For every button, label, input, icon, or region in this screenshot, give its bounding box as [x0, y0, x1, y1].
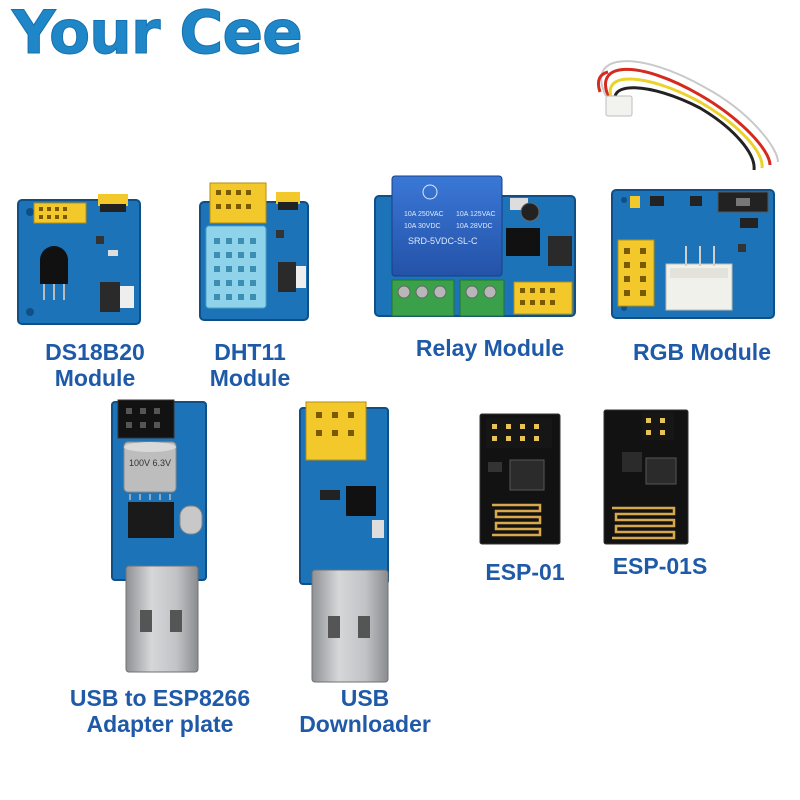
rgb-module — [611, 189, 775, 319]
label-relay: Relay Module — [385, 335, 595, 362]
brand-logo-text: Your Cee — [12, 0, 304, 69]
relay-rating-1: 10A 250VAC — [404, 211, 444, 218]
label-usb-adapter: USB to ESP8266 Adapter plate — [40, 685, 280, 738]
label-ds18b20-line2: Module — [54, 364, 136, 391]
label-rgb: RGB Module — [612, 339, 792, 366]
dht11-module — [199, 182, 309, 321]
label-usb-adapter-line1: USB to ESP8266 — [69, 685, 251, 711]
label-dht11-line2: Module — [209, 364, 291, 391]
relay-rating-4: 10A 28VDC — [456, 223, 493, 230]
label-ds18b20-line1: DS18B20 — [45, 339, 145, 365]
ds18b20-module — [17, 194, 141, 325]
usb-adapter-plate: 100V 6.3V — [111, 399, 207, 673]
usb-downloader — [299, 401, 389, 683]
wire-harness — [596, 60, 779, 171]
brand-logo: Your Cee — [12, 0, 304, 69]
label-rgb-line1: RGB Module — [633, 339, 771, 365]
relay-rating-3: 10A 30VDC — [404, 223, 441, 230]
relay-rating-2: 10A 125VAC — [456, 211, 496, 218]
label-usb-downloader-line1: USB — [340, 685, 390, 711]
label-usb-downloader: USB Downloader — [270, 685, 460, 738]
label-usb-adapter-line2: Adapter plate — [86, 710, 234, 737]
label-dht11: DHT11 Module — [175, 339, 325, 392]
relay-model: SRD-5VDC-SL-C — [408, 236, 478, 246]
label-dht11-line1: DHT11 — [214, 339, 286, 365]
label-relay-line1: Relay Module — [415, 335, 565, 361]
label-esp01-line1: ESP-01 — [485, 559, 565, 585]
esp01s-module — [603, 409, 689, 545]
label-esp01: ESP-01 — [460, 559, 590, 586]
label-usb-downloader-line2: Downloader — [299, 710, 431, 737]
relay-module: 10A 250VAC 10A 125VAC 10A 30VDC 10A 28VD… — [374, 175, 576, 317]
capacitor-marking: 100V 6.3V — [129, 458, 171, 468]
esp01-module — [479, 413, 561, 545]
label-esp01s-line1: ESP-01S — [612, 553, 708, 579]
label-esp01s: ESP-01S — [590, 553, 730, 580]
label-ds18b20: DS18B20 Module — [10, 339, 180, 392]
